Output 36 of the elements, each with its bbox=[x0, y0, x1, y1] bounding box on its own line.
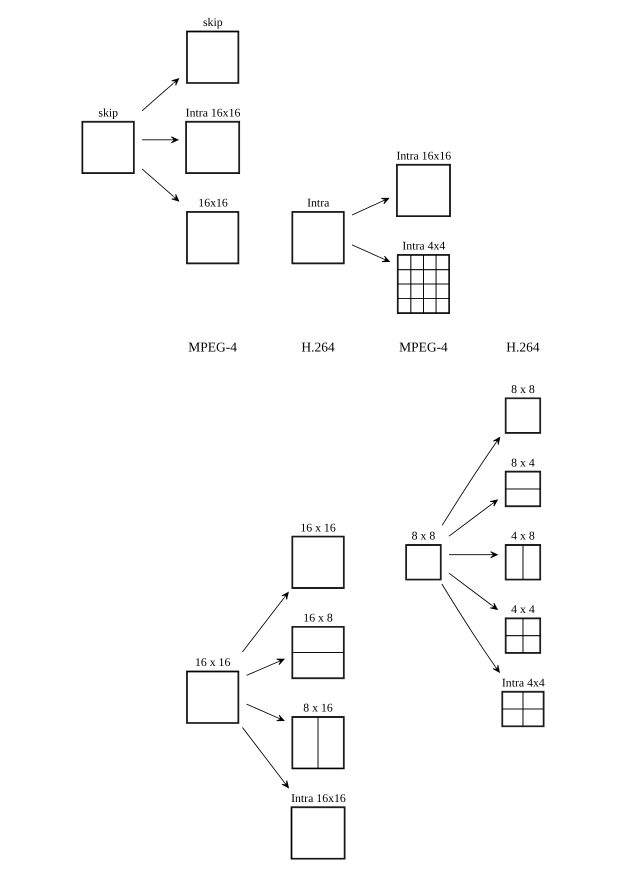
arrow bbox=[141, 168, 179, 202]
arrow bbox=[440, 584, 500, 673]
node-label: 16x16 bbox=[198, 196, 228, 210]
label: MPEG-4 bbox=[398, 339, 448, 354]
node-label: 16 x 8 bbox=[302, 610, 332, 624]
node-label: 8 x 8 bbox=[510, 382, 534, 396]
node-label: skip bbox=[202, 15, 222, 30]
arrow bbox=[246, 658, 284, 676]
node-label: 8 x 4 bbox=[510, 455, 534, 470]
node-label: 4 x 4 bbox=[510, 602, 534, 616]
arrow bbox=[241, 727, 288, 788]
arrow bbox=[351, 198, 389, 216]
node-label: Intra 16x16 bbox=[290, 790, 346, 805]
node-label: Intra bbox=[306, 196, 329, 210]
node-label: Intra 4x4 bbox=[501, 675, 544, 690]
node-label: 4 x 8 bbox=[510, 528, 534, 543]
node-label: 16 x 16 bbox=[300, 520, 336, 534]
arrow bbox=[246, 704, 284, 722]
arrow bbox=[441, 436, 500, 526]
label: MPEG-4 bbox=[188, 339, 237, 354]
node-label: Intra 16x16 bbox=[185, 105, 240, 120]
arrow bbox=[448, 572, 498, 610]
node-label: Intra 4x4 bbox=[402, 238, 445, 253]
arrow bbox=[141, 78, 179, 112]
arrow bbox=[448, 551, 498, 558]
node-label: Intra 16x16 bbox=[396, 148, 451, 162]
arrow bbox=[241, 592, 288, 652]
label: H.264 bbox=[506, 339, 540, 354]
node-label: skip bbox=[98, 105, 118, 120]
node-label: 16 x 16 bbox=[194, 655, 230, 670]
arrow bbox=[351, 244, 390, 262]
node-label: 8 x 16 bbox=[302, 700, 332, 715]
node-label: 8 x 8 bbox=[411, 528, 435, 543]
arrow bbox=[448, 499, 498, 537]
label: H.264 bbox=[300, 339, 334, 354]
arrow bbox=[141, 136, 178, 144]
